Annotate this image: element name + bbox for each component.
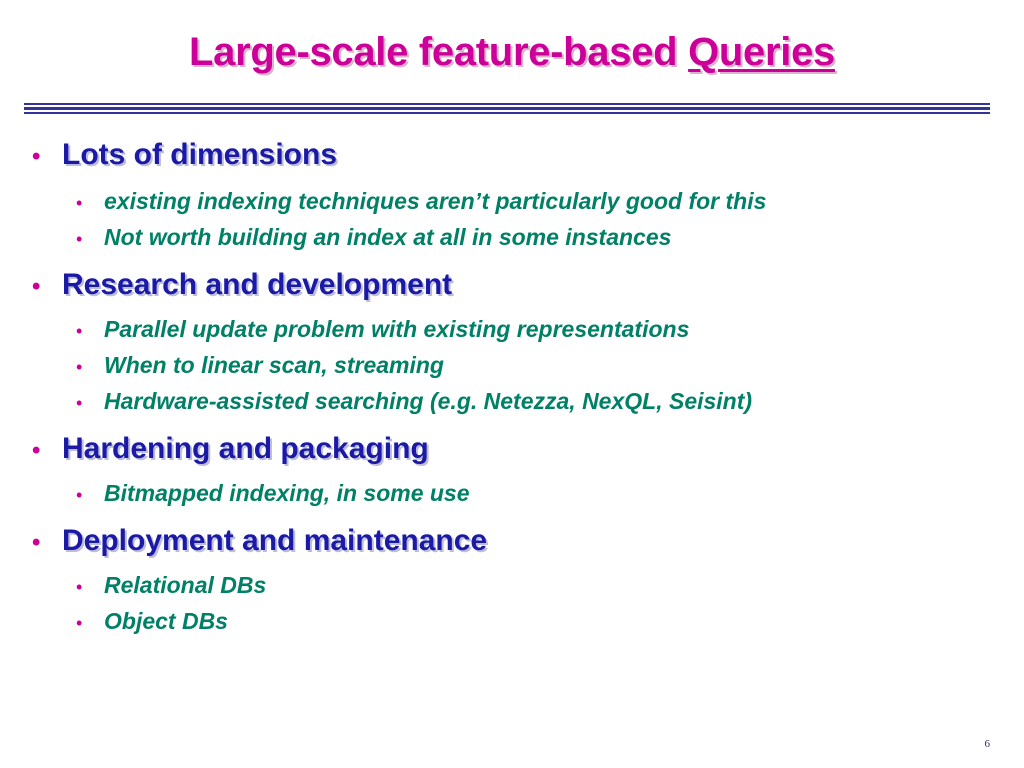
title-divider: [24, 103, 990, 115]
bullet-item: • Deployment and maintenance • Relationa…: [24, 516, 1004, 644]
sub-bullet-list: • existing indexing techniques aren’t pa…: [24, 188, 1004, 260]
sub-bullet-list: • Relational DBs • Object DBs: [24, 572, 1004, 644]
sub-bullet-label: Not worth building an index at all in so…: [104, 224, 672, 250]
sub-bullet-dot-icon: •: [76, 577, 83, 597]
sub-bullet-label: Object DBs: [104, 608, 228, 634]
sub-bullet-item: • existing indexing techniques aren’t pa…: [24, 188, 1004, 224]
sub-bullet-dot-icon: •: [76, 613, 83, 633]
sub-bullet-item: • Not worth building an index at all in …: [24, 224, 1004, 260]
bullet-label: Lots of dimensions: [62, 138, 338, 171]
sub-bullet-dot-icon: •: [76, 229, 83, 249]
divider-line-top: [24, 103, 990, 105]
sub-bullet-dot-icon: •: [76, 357, 83, 377]
bullet-item: • Lots of dimensions • existing indexing…: [24, 138, 1004, 260]
sub-bullet-item: • When to linear scan, streaming: [24, 352, 1004, 388]
sub-bullet-dot-icon: •: [76, 393, 83, 413]
bullet-label: Deployment and maintenance: [62, 524, 488, 557]
divider-line-bottom: [24, 112, 990, 114]
sub-bullet-list: • Bitmapped indexing, in some use: [24, 480, 1004, 516]
sub-bullet-item: • Object DBs: [24, 608, 1004, 644]
bullet-dot-icon: •: [32, 273, 41, 300]
divider-line-middle: [24, 107, 990, 110]
sub-bullet-list: • Parallel update problem with existing …: [24, 316, 1004, 424]
sub-bullet-item: • Hardware-assisted searching (e.g. Nete…: [24, 388, 1004, 424]
page-number: 6: [984, 738, 991, 750]
sub-bullet-dot-icon: •: [76, 485, 83, 505]
bullet-label: Hardening and packaging: [62, 432, 429, 465]
sub-bullet-item: • Bitmapped indexing, in some use: [24, 480, 1004, 516]
bullet-item: • Research and development • Parallel up…: [24, 260, 1004, 424]
slide-title-main: Large-scale feature-based: [189, 30, 689, 74]
bullet-list: • Lots of dimensions • existing indexing…: [24, 138, 1004, 644]
sub-bullet-label: Hardware-assisted searching (e.g. Netezz…: [104, 388, 753, 414]
sub-bullet-label: existing indexing techniques aren’t part…: [104, 188, 767, 214]
bullet-label: Research and development: [62, 268, 453, 301]
bullet-dot-icon: •: [32, 143, 41, 170]
sub-bullet-label: Parallel update problem with existing re…: [104, 316, 690, 342]
slide-title-underlined: Queries: [688, 30, 835, 74]
bullet-dot-icon: •: [32, 529, 41, 556]
sub-bullet-label: Relational DBs: [104, 572, 267, 598]
sub-bullet-item: • Relational DBs: [24, 572, 1004, 608]
sub-bullet-dot-icon: •: [76, 321, 83, 341]
sub-bullet-dot-icon: •: [76, 193, 83, 213]
sub-bullet-label: When to linear scan, streaming: [104, 352, 444, 378]
sub-bullet-item: • Parallel update problem with existing …: [24, 316, 1004, 352]
bullet-dot-icon: •: [32, 437, 41, 464]
slide-title: Large-scale feature-based Queries: [0, 30, 1024, 75]
sub-bullet-label: Bitmapped indexing, in some use: [104, 480, 470, 506]
bullet-item: • Hardening and packaging • Bitmapped in…: [24, 424, 1004, 516]
